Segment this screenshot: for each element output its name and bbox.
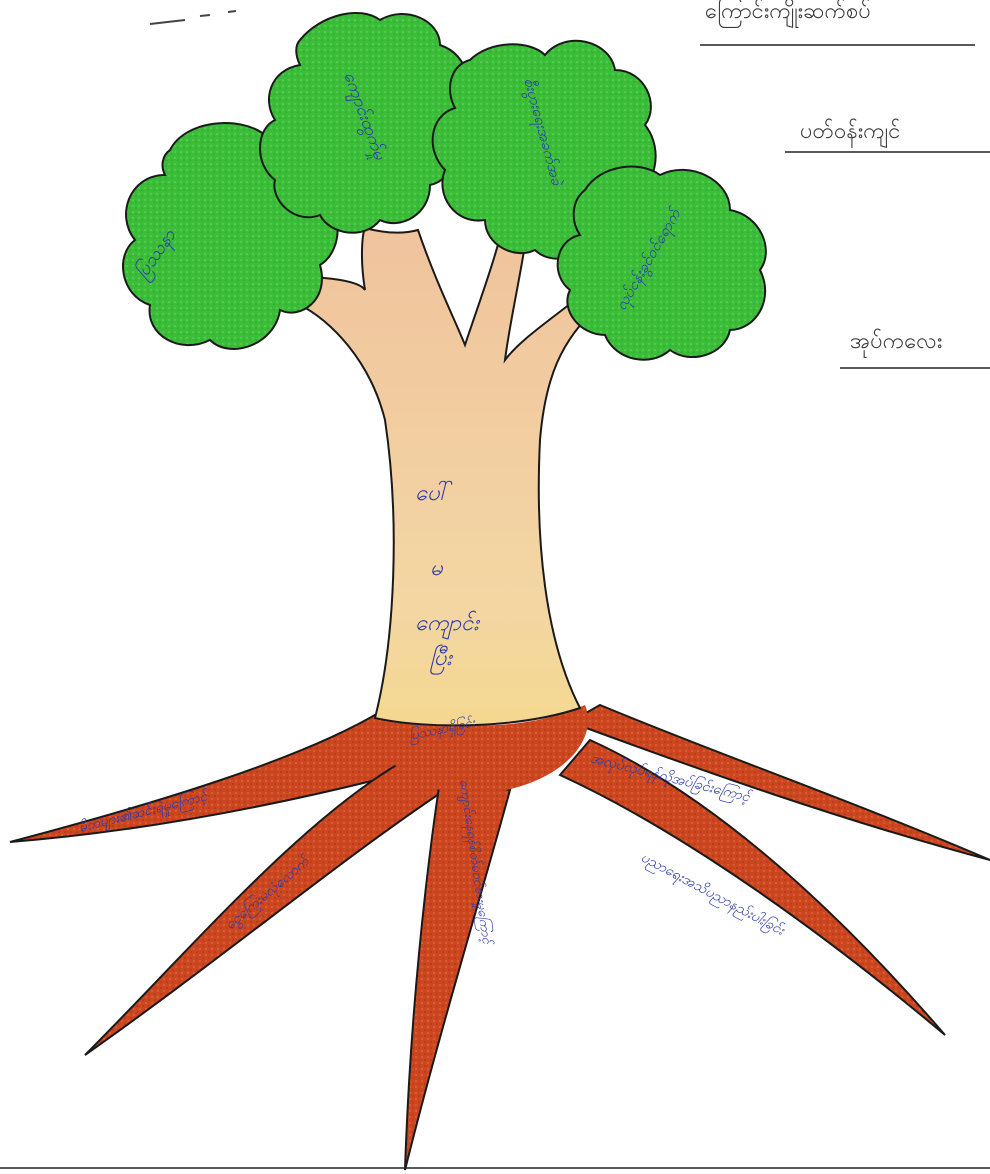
header-line-1: ကြောင်းကျိုးဆက်စပ် [705,0,871,29]
header-line-2: ပတ်ဝန်းကျင် [800,118,901,148]
leaf-cloud-4 [558,167,766,360]
trunk-word-3: ကျောင်း [415,610,480,640]
roots [10,705,990,1170]
trunk-word-4: ပြီး [430,644,453,675]
root-3 [405,780,510,1170]
trunk-word-2: မ [430,556,444,581]
header-line-3: အုပ်ကလေး [850,328,942,358]
trunk-word-1: ပေါ် [415,480,452,506]
stray-mark [150,11,236,24]
